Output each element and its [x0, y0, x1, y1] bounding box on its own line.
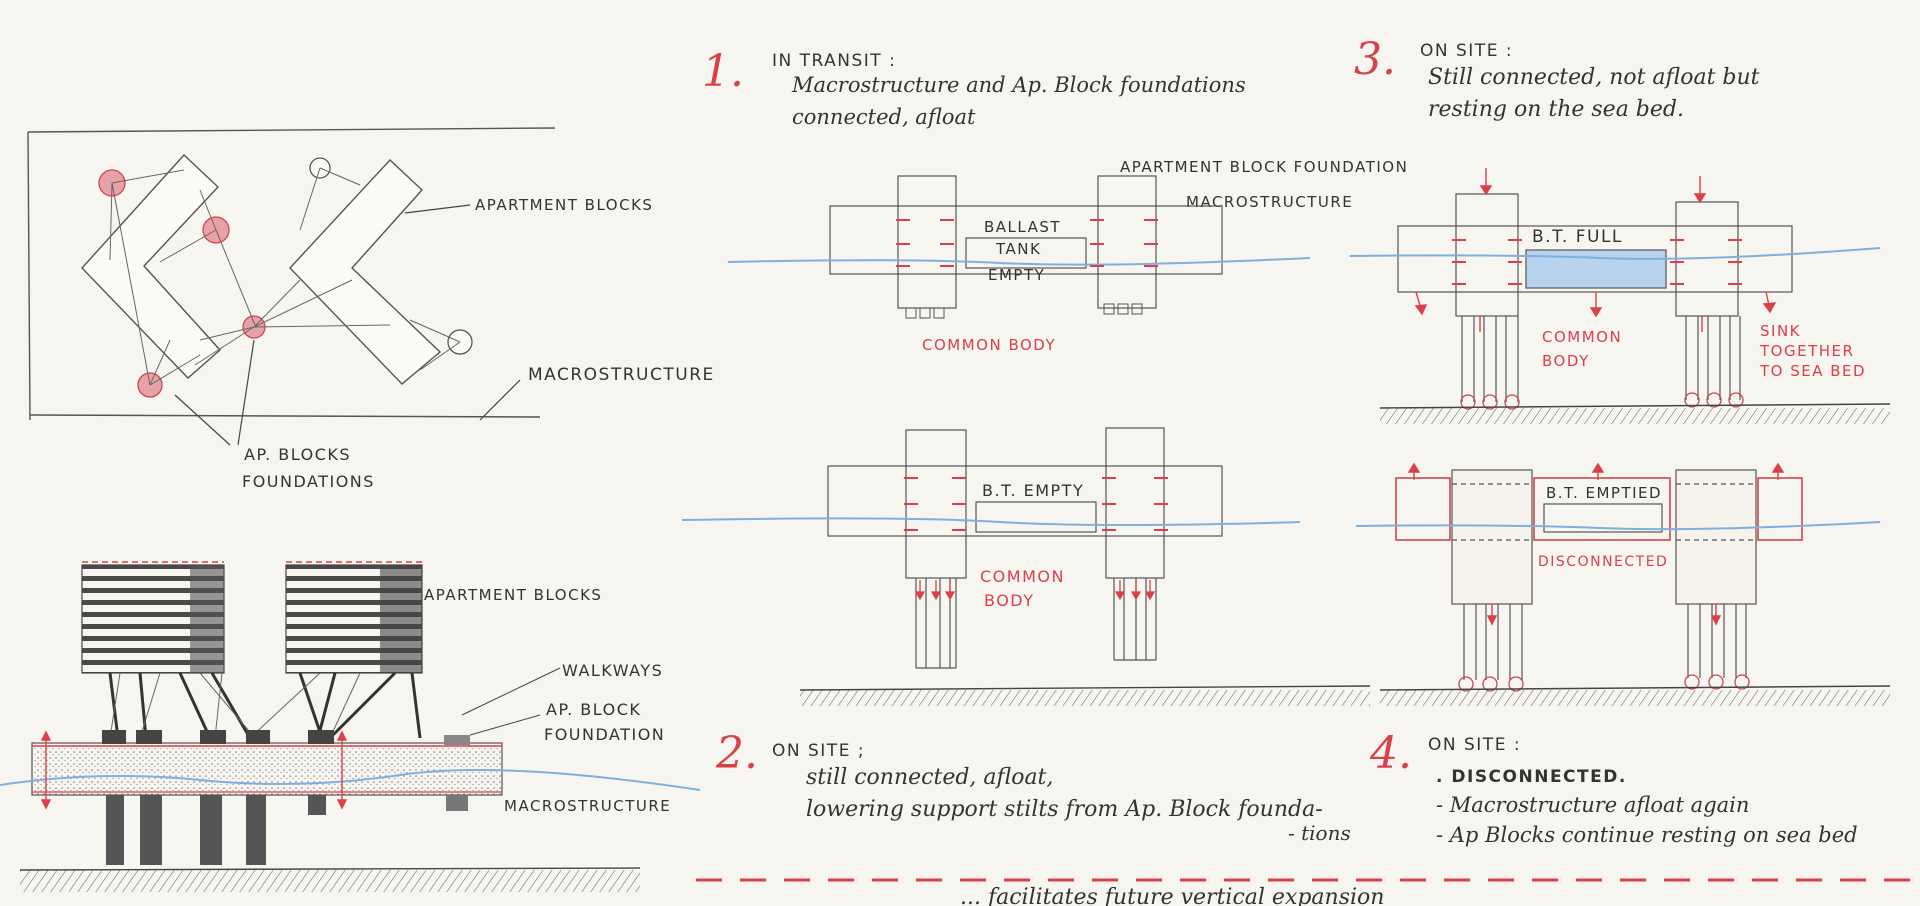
step4-line1: . DISCONNECTED. [1436, 767, 1627, 787]
step2-ballast-tank [975, 501, 1097, 533]
step2-common-body-2: BODY [984, 591, 1035, 610]
step1-foundation-label: APARTMENT BLOCK FOUNDATION [1120, 158, 1408, 176]
footer-text: ... facilitates future vertical expansio… [960, 885, 1384, 906]
step3-sink-label-2: TOGETHER [1759, 342, 1854, 360]
step3-line2: resting on the sea bed. [1428, 97, 1684, 122]
step2-common-body-1: COMMON [980, 567, 1065, 586]
step3-sink-label-3: TO SEA BED [1759, 362, 1866, 380]
step1-number: 1. [702, 46, 744, 97]
step1-line1: Macrostructure and Ap. Block foundations [791, 73, 1246, 97]
plan-apartment-blocks-label: APARTMENT BLOCKS [475, 196, 653, 214]
step2-tank-label: B.T. EMPTY [982, 481, 1084, 500]
plan-foundations-label-2: FOUNDATIONS [242, 472, 375, 491]
apartment-block-plan-2 [289, 159, 442, 385]
step1-macrostructure-label: MACROSTRUCTURE [1186, 193, 1353, 211]
step4-tank-label: B.T. EMPTIED [1546, 484, 1662, 502]
step3-number: 3. [1354, 34, 1396, 85]
step4-number: 4. [1369, 728, 1412, 779]
section-foundation-label-1: AP. BLOCK [546, 700, 641, 719]
section-foundation-label-2: FOUNDATION [544, 725, 665, 744]
step3-sink-label-1: SINK [1760, 322, 1801, 340]
plan-foundations-label-1: AP. BLOCKS [244, 445, 351, 464]
step4-ballast-tank [1543, 503, 1663, 533]
step1-ballast-tank [965, 237, 1087, 269]
section-apartment-blocks-label: APARTMENT BLOCKS [424, 586, 602, 604]
step3-diagram [1349, 168, 1891, 424]
step2-number: 2. [715, 728, 758, 779]
section-walkways-label: WALKWAYS [562, 661, 663, 680]
plan-view [27, 127, 556, 446]
apartment-block-plan-1 [81, 154, 221, 379]
section-macrostructure-label: MACROSTRUCTURE [504, 797, 671, 815]
step1-heading: IN TRANSIT : [772, 51, 896, 71]
step4-disconnected-label: DISCONNECTED [1538, 554, 1668, 570]
step1-line2: connected, afloat [792, 105, 976, 129]
step4-line3: - Ap Blocks continue resting on sea bed [1436, 823, 1858, 847]
plan-macrostructure-label: MACROSTRUCTURE [528, 365, 715, 385]
step3-tank-label: B.T. FULL [1532, 227, 1623, 247]
step3-line1: Still connected, not afloat but [1428, 65, 1760, 90]
step1-common-body: COMMON BODY [922, 336, 1056, 354]
step1-tank-label-3: EMPTY [988, 266, 1045, 284]
step4-diagram [1355, 462, 1891, 706]
step3-heading: ON SITE : [1420, 41, 1513, 61]
step2-line1: still connected, afloat, [806, 765, 1053, 790]
step4-line2: - Macrostructure afloat again [1436, 793, 1749, 817]
section-macrostructure [31, 742, 503, 796]
step2-heading: ON SITE ; [772, 741, 865, 761]
step1-tank-label-1: BALLAST [984, 218, 1061, 236]
step2-diagram [681, 427, 1371, 706]
step2-line2: lowering support stilts from Ap. Block f… [806, 797, 1323, 822]
step2-line3: - tions [1288, 821, 1351, 845]
section-view [0, 561, 701, 892]
step1-tank-label-2: TANK [995, 240, 1041, 258]
step1-diagram [727, 175, 1311, 319]
step3-common-body-2: BODY [1542, 352, 1590, 370]
step3-common-body-1: COMMON [1542, 328, 1622, 346]
step4-heading: ON SITE : [1428, 735, 1521, 755]
